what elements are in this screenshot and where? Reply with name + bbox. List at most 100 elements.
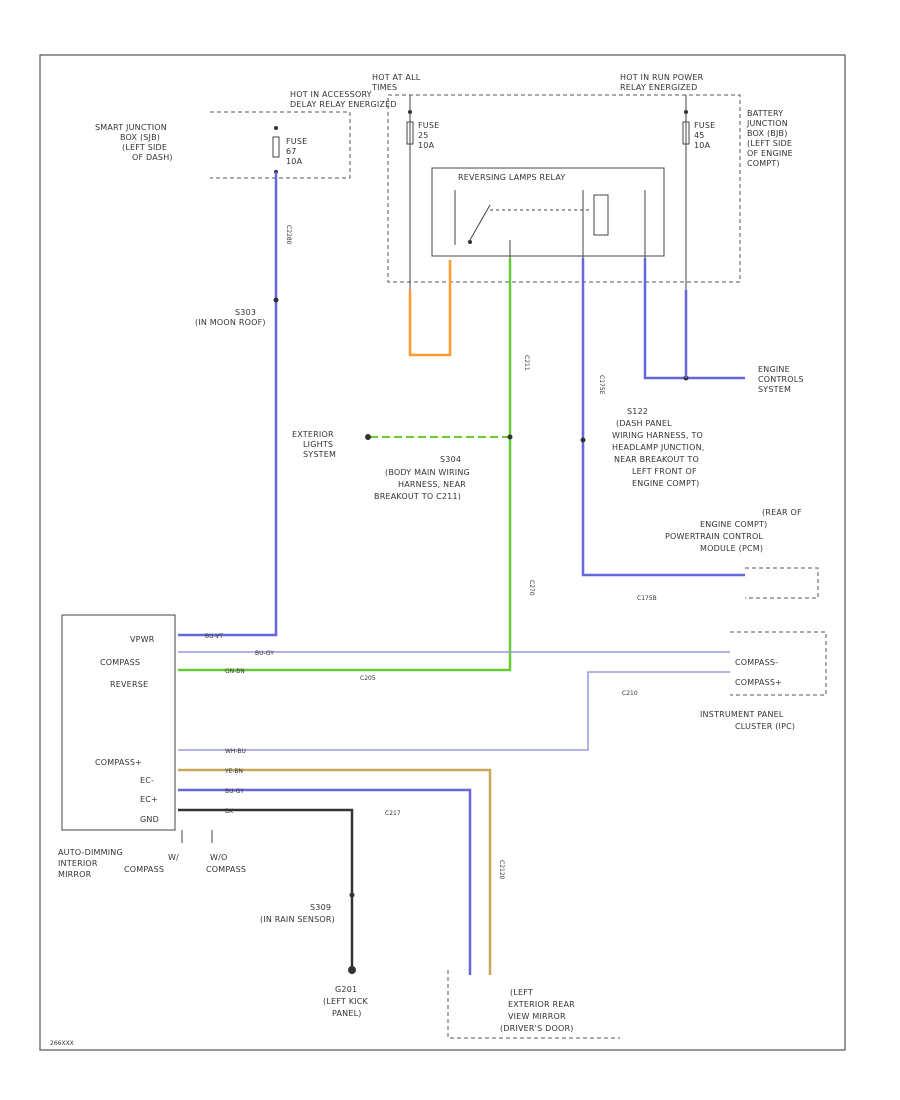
hot-at-all-label-1: HOT AT ALL (372, 73, 421, 82)
splice-s309 (349, 892, 355, 898)
splice-s303-label-2: (IN MOON ROOF) (195, 318, 266, 327)
splice-s303 (273, 297, 279, 303)
bjb-label-6: COMPT) (747, 159, 780, 168)
connector-c210: C210 (622, 690, 638, 697)
splice-s304-label-2: (BODY MAIN WIRING (385, 468, 470, 477)
fuse-run-node (684, 110, 688, 114)
exterior-lights-label-1: EXTERIOR (292, 430, 334, 439)
bjb-box (387, 94, 741, 283)
mirror-pin-ec-minus: EC- (140, 776, 154, 785)
ipc-name-1: INSTRUMENT PANEL (700, 710, 784, 719)
mirror-pin-vpwr: VPWR (130, 635, 155, 644)
hot-accessory-label-1: HOT IN ACCESSORY (290, 90, 372, 99)
bjb-label-5: OF ENGINE (747, 149, 793, 158)
splice-s304-label-1: S304 (440, 455, 461, 464)
ext-mirror-label-3: VIEW MIRROR (508, 1012, 566, 1021)
ground-g201-label-3: PANEL) (332, 1009, 362, 1018)
orange-jumper-wire (408, 260, 452, 357)
mirror-name-3: MIRROR (58, 870, 92, 879)
mirror-pin-reverse: REVERSE (110, 680, 148, 689)
bjb-label-3: BOX (BJB) (747, 129, 788, 138)
connector-c2280: C2280 (285, 225, 292, 245)
fuse-acc-symbol (272, 136, 280, 158)
relay-switch-pivot (468, 240, 472, 244)
pcm-label-4: MODULE (PCM) (700, 544, 763, 553)
engine-controls-label-2: CONTROLS (758, 375, 804, 384)
ipc-pin-compass-minus: COMPASS- (735, 658, 778, 667)
sjb-box (210, 111, 351, 179)
ipc-box (730, 631, 827, 696)
exterior-lights-label-2: LIGHTS (303, 440, 333, 449)
splice-s309-label-2: (IN RAIN SENSOR) (260, 915, 335, 924)
ipc-pin-compass-plus: COMPASS+ (735, 678, 782, 687)
exterior-lights-label-3: SYSTEM (303, 450, 336, 459)
bjb-label-4: (LEFT SIDE (747, 139, 792, 148)
splice-s122-label-1: S122 (627, 407, 648, 416)
connector-c2120: C2120 (498, 860, 505, 880)
fuse-acc-node-top (274, 126, 278, 130)
ec-plus-wire (178, 788, 472, 975)
splice-s303-label-1: S303 (235, 308, 256, 317)
fuse-run-label-1: FUSE (694, 121, 715, 130)
connector-c175b: C175B (637, 595, 657, 602)
hot-run-label-1: HOT IN RUN POWER (620, 73, 704, 82)
mirror-pin-compass-plus: COMPASS+ (95, 758, 142, 767)
hot-at-all-label-2: TIMES (371, 83, 397, 92)
connector-c270: C270 (528, 580, 535, 596)
reversing-lamps-relay (431, 167, 665, 257)
reverse-wire (178, 258, 512, 672)
ext-mirror-label-2: EXTERIOR REAR (508, 1000, 575, 1009)
fuse-acc-label-1: FUSE (286, 137, 307, 146)
relay-coil (593, 194, 609, 236)
diagram-footer-code: 266XXX (50, 1040, 74, 1047)
pcm-box (745, 567, 819, 599)
ground-wire (178, 808, 354, 968)
engine-controls-label-1: ENGINE (758, 365, 790, 374)
compass-plus-wire (178, 671, 730, 751)
connector-c217: C217 (385, 810, 401, 817)
pcm-label-1: (REAR OF (762, 508, 802, 517)
mirror-name-2: INTERIOR (58, 859, 98, 868)
relay-label: REVERSING LAMPS RELAY (458, 173, 566, 182)
sjb-label-4: OF DASH) (132, 153, 173, 162)
sjb-label-2: BOX (SJB) (120, 133, 160, 142)
splice-s122 (580, 437, 586, 443)
connector-c211: C211 (523, 355, 530, 371)
diagram-frame (39, 54, 846, 1051)
splice-s122-label-4: HEADLAMP JUNCTION, (612, 443, 705, 452)
wire-code-compass: BU-GY (255, 650, 274, 657)
fuse-all-symbol (406, 121, 414, 145)
sjb-label-3: (LEFT SIDE (122, 143, 167, 152)
ext-mirror-label-4: (DRIVER'S DOOR) (500, 1024, 574, 1033)
fuse-all-label-1: FUSE (418, 121, 439, 130)
splice-s122-label-2: (DASH PANEL (616, 419, 672, 428)
wire-code-ec-minus: YE-BN (224, 768, 243, 775)
wire-code-vpwr: BU-VT (205, 633, 223, 640)
connector-c175e: C175E (598, 375, 605, 395)
compass-option-label-3: W/O (210, 853, 228, 862)
splice-s122-label-7: ENGINE COMPT) (632, 479, 699, 488)
fuse-run-label-3: 10A (694, 141, 711, 150)
hot-accessory-label-2: DELAY RELAY ENERGIZED (290, 100, 397, 109)
bjb-label-1: BATTERY (747, 109, 783, 118)
mirror-pin-ec-plus: EC+ (140, 795, 158, 804)
splice-s304-label-4: BREAKOUT TO C211) (374, 492, 461, 501)
ipc-name-2: CLUSTER (IPC) (735, 722, 795, 731)
ext-mirror-label-1: (LEFT (510, 988, 533, 997)
fuse-acc-label-3: 10A (286, 157, 303, 166)
sjb-label-1: SMART JUNCTION (95, 123, 167, 132)
compass-option-label-1: W/ (168, 853, 179, 862)
fuse-all-label-2: 25 (418, 131, 429, 140)
ground-g201-label-2: (LEFT KICK (323, 997, 369, 1006)
splice-s122-label-3: WIRING HARNESS, TO (612, 431, 703, 440)
pcm-label-2: ENGINE COMPT) (700, 520, 767, 529)
splice-s304 (507, 434, 513, 440)
wire-code-ec-plus: BU-GY (225, 788, 244, 795)
fuse-run-label-2: 45 (694, 131, 705, 140)
mirror-pin-compass: COMPASS (100, 658, 140, 667)
relay-switch (469, 204, 491, 241)
pcm-wire (581, 258, 745, 577)
ground-g201-label-1: G201 (335, 985, 357, 994)
fuse-all-node (408, 110, 412, 114)
